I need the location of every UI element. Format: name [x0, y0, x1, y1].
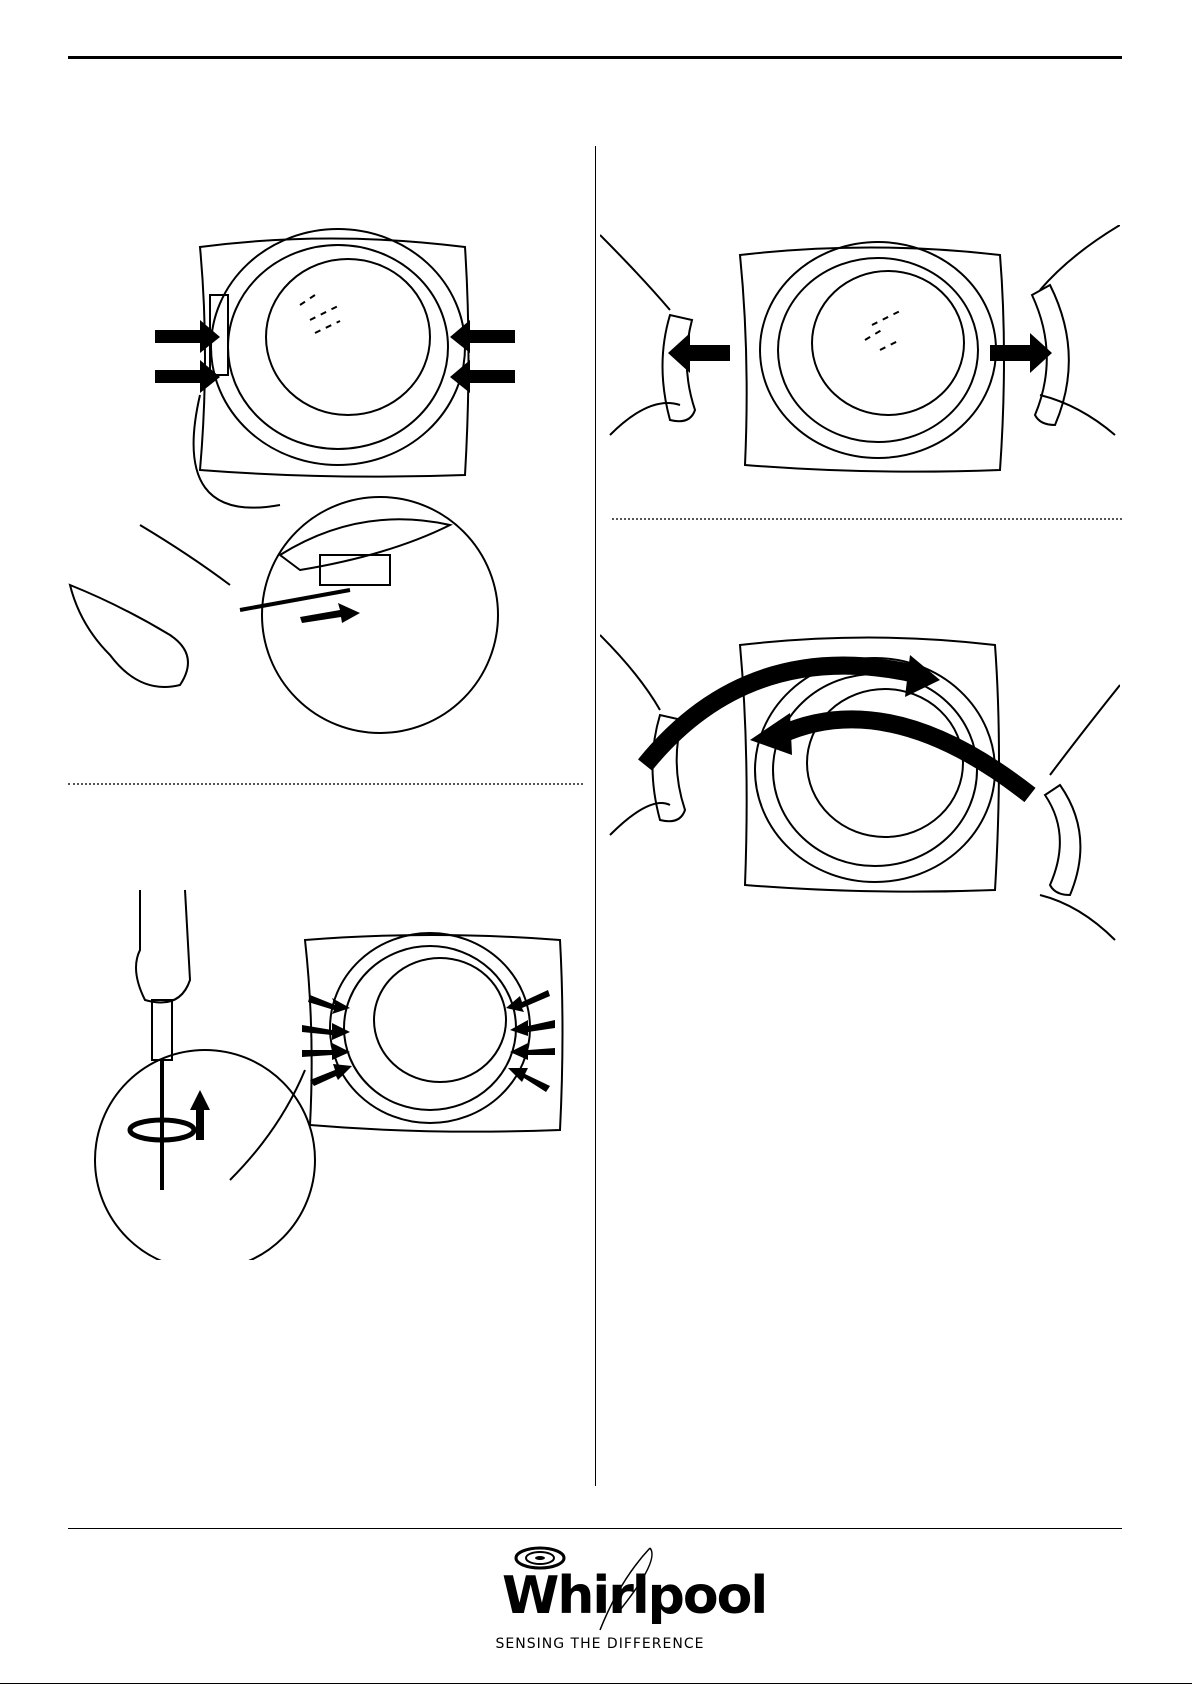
- door-hinge-screw-removal-icon: [70, 229, 515, 733]
- brand-name: Whirlpool: [502, 1566, 766, 1626]
- brand-tagline: SENSING THE DIFFERENCE: [490, 1636, 710, 1652]
- hands-swapping-hinge-icon: [600, 635, 1120, 940]
- footer-rule: [68, 1528, 1122, 1529]
- column-divider: [595, 146, 596, 1486]
- separator-left: [68, 783, 583, 785]
- header-rule: [68, 56, 1122, 59]
- figure-separate-door-halves: [600, 225, 1120, 485]
- figure-unscrew-door-frame: [70, 890, 570, 1260]
- separator-right: [612, 518, 1122, 520]
- figure-swap-hinge-side: [600, 625, 1120, 945]
- page-bottom-line: [0, 1683, 1192, 1684]
- screwdriver-frame-icon: [95, 890, 563, 1260]
- brand-logo: Whirlpool SENSING THE DIFFERENCE: [490, 1540, 710, 1670]
- hands-separating-door-icon: [600, 225, 1120, 472]
- figure-remove-hinge-screws: [60, 225, 580, 745]
